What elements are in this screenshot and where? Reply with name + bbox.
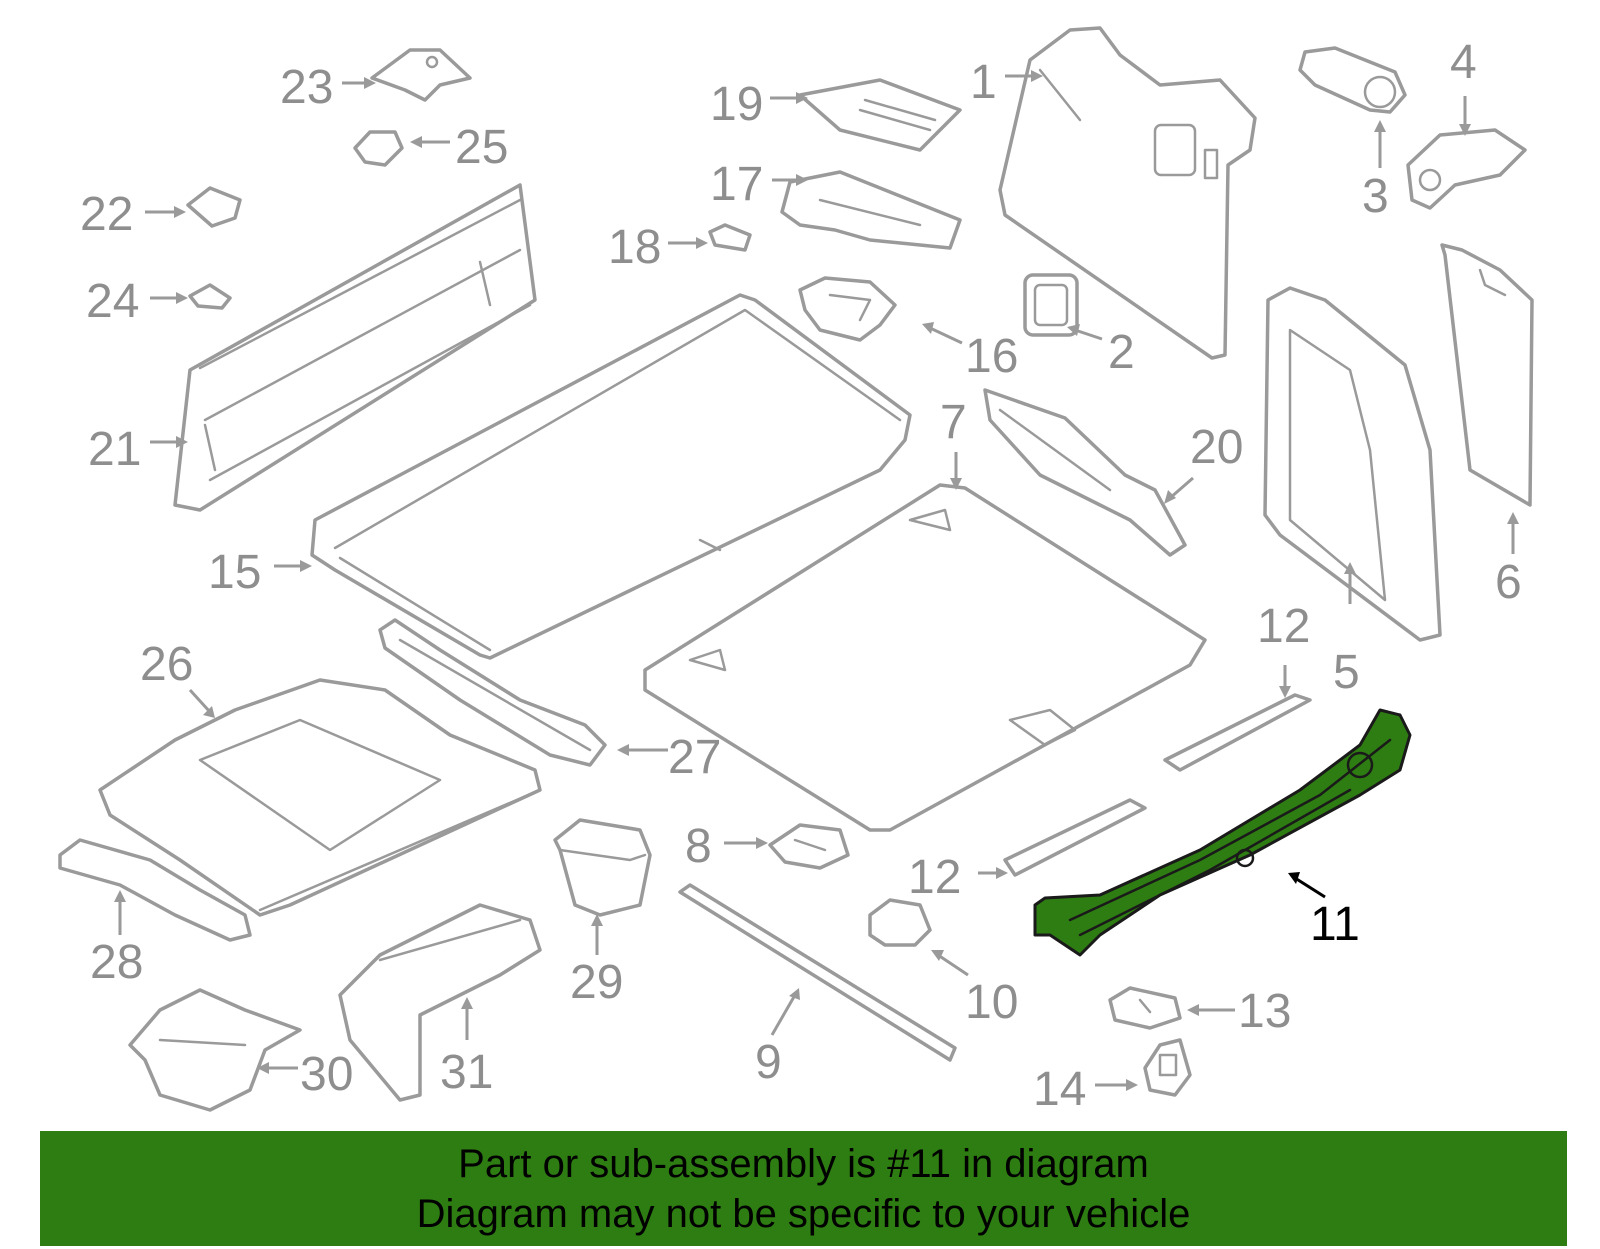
- callout-18: 18: [608, 221, 661, 274]
- callout-15: 15: [208, 546, 261, 599]
- callout-13: 13: [1238, 985, 1291, 1038]
- part-8[interactable]: [768, 823, 850, 870]
- part-1[interactable]: [998, 26, 1257, 360]
- callout-6: 6: [1495, 556, 1522, 609]
- callout-12-upper: 12: [1257, 600, 1310, 653]
- part-10[interactable]: [868, 898, 932, 947]
- banner-line-2: Diagram may not be specific to your vehi…: [416, 1191, 1191, 1236]
- callout-4: 4: [1450, 36, 1477, 89]
- part-6[interactable]: [1440, 243, 1534, 507]
- callout-5: 5: [1333, 646, 1360, 699]
- callout-12-lower: 12: [908, 851, 961, 904]
- callout-7: 7: [940, 396, 967, 449]
- part-30[interactable]: [128, 988, 302, 1112]
- part-16[interactable]: [798, 276, 897, 342]
- part-4[interactable]: [1406, 128, 1527, 210]
- callout-25: 25: [455, 121, 508, 174]
- callout-22: 22: [80, 188, 133, 241]
- banner-line-1: Part or sub-assembly is #11 in diagram: [458, 1141, 1149, 1186]
- part-11-highlighted[interactable]: [1033, 708, 1412, 957]
- callout-28: 28: [90, 936, 143, 989]
- callout-26: 26: [140, 638, 193, 691]
- callout-21: 21: [88, 423, 141, 476]
- callout-labels: 23 25 22 24 21 19 17 18 16 1 2 3 4 5 6 2…: [80, 36, 1522, 1116]
- callout-3: 3: [1362, 170, 1389, 223]
- part-13[interactable]: [1108, 986, 1182, 1030]
- callout-29: 29: [570, 956, 623, 1009]
- callout-9: 9: [755, 1036, 782, 1089]
- part-22[interactable]: [186, 186, 242, 228]
- part-27[interactable]: [378, 618, 607, 767]
- callout-19: 19: [710, 78, 763, 131]
- callout-30: 30: [300, 1048, 353, 1101]
- callout-1: 1: [970, 56, 997, 109]
- callout-24: 24: [86, 275, 139, 328]
- callout-2: 2: [1108, 326, 1135, 379]
- part-26[interactable]: [98, 678, 542, 917]
- part-25[interactable]: [353, 130, 404, 167]
- part-17[interactable]: [780, 170, 962, 250]
- callout-23: 23: [280, 61, 333, 114]
- part-12-lower[interactable]: [1003, 798, 1147, 877]
- part-3[interactable]: [1298, 46, 1407, 114]
- callout-8: 8: [685, 820, 712, 873]
- part-18[interactable]: [708, 223, 752, 252]
- callout-27: 27: [668, 731, 721, 784]
- part-15[interactable]: [310, 293, 912, 660]
- callout-20: 20: [1190, 421, 1243, 474]
- part-21[interactable]: [173, 183, 537, 512]
- part-5[interactable]: [1263, 286, 1442, 642]
- part-12-upper[interactable]: [1163, 693, 1312, 772]
- info-banner: Part or sub-assembly is #11 in diagram D…: [40, 1131, 1567, 1246]
- callout-16: 16: [965, 330, 1018, 383]
- callout-17: 17: [710, 158, 763, 211]
- part-31[interactable]: [338, 903, 542, 1102]
- callout-10: 10: [965, 976, 1018, 1029]
- part-2[interactable]: [1023, 273, 1079, 337]
- part-19[interactable]: [798, 78, 962, 152]
- part-14[interactable]: [1143, 1038, 1192, 1097]
- part-9[interactable]: [678, 883, 957, 1062]
- part-23[interactable]: [370, 48, 472, 102]
- callout-14: 14: [1033, 1063, 1086, 1116]
- callout-11: 11: [1310, 898, 1360, 951]
- parts-diagram: 23 25 22 24 21 19 17 18 16 1 2 3 4 5 6 2…: [58, 26, 1534, 1116]
- part-28[interactable]: [58, 838, 252, 942]
- part-20[interactable]: [983, 388, 1187, 557]
- callout-31: 31: [440, 1046, 493, 1099]
- part-29[interactable]: [553, 818, 652, 917]
- part-24[interactable]: [188, 283, 232, 310]
- leader-lines: [114, 70, 1519, 1091]
- part-7[interactable]: [643, 483, 1207, 832]
